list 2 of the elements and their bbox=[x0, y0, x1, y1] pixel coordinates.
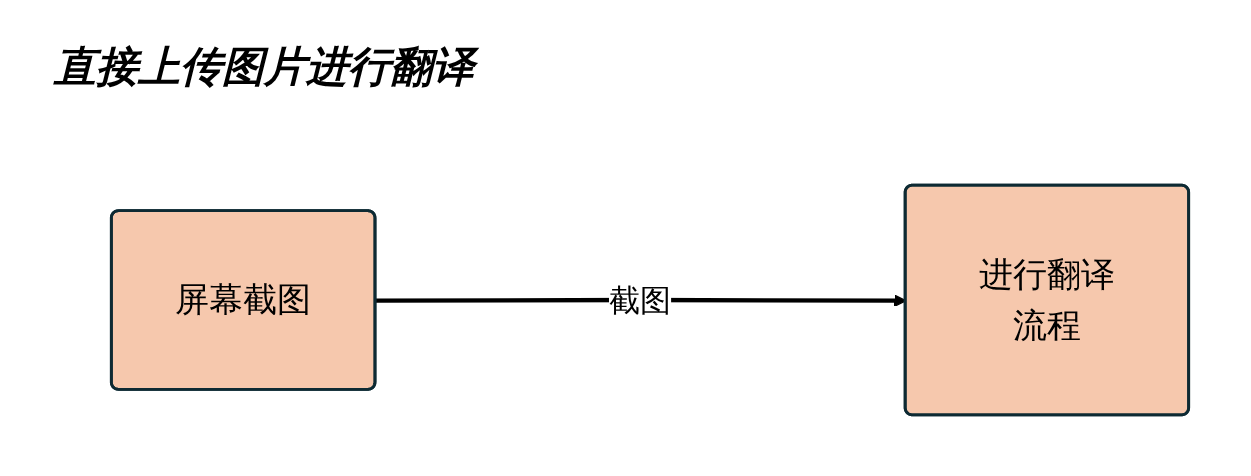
diagram-title: 直接上传图片进行翻译 bbox=[46, 36, 492, 101]
edge-label: 截图 bbox=[608, 282, 672, 318]
